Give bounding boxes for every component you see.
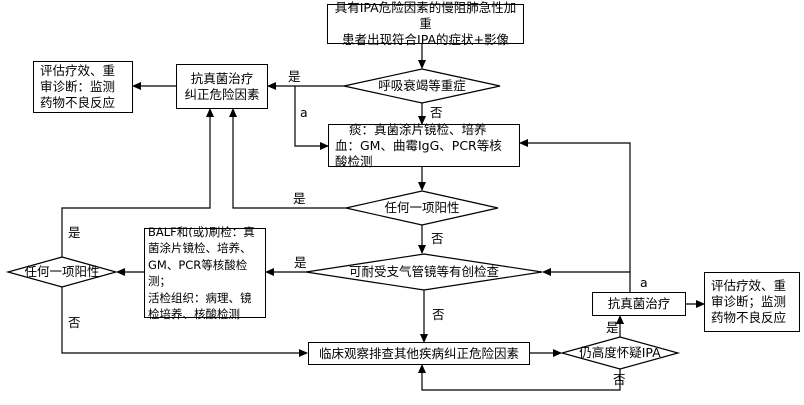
any2-decision-text: 任何一项阳性 xyxy=(24,264,100,279)
eval-left-box: 评估疗效、重 审诊断：监测 药物不良反应 xyxy=(33,61,133,113)
blood-line: 血：GM、曲霉IgG、PCR等核酸检测 xyxy=(335,137,502,169)
balf-line-4: 活检组织：病理、镜 xyxy=(148,290,252,305)
any1-decision-text: 任何一项阳性 xyxy=(384,200,460,215)
observe-text: 临床观察排查其他疾病纠正危险因素 xyxy=(318,345,519,361)
edge-label-any2-yes: 是 xyxy=(68,225,81,240)
balf-box: BALF和(或)刷检：真 菌涂片镜检、培养、 GM、PCR等核酸检测； 活检组织… xyxy=(144,225,266,321)
edge-label-suspect-yes: 是 xyxy=(606,320,619,335)
edge-label-broncho-no: 否 xyxy=(432,307,445,322)
eval-right-line-2: 审诊断；监测 xyxy=(711,294,787,309)
suspect-decision-text: 仍高度怀疑IPA xyxy=(579,345,661,360)
balf-line-2: 菌涂片镜检、培养、 xyxy=(148,241,252,255)
edge-label-any1-no: 否 xyxy=(431,231,444,246)
eval-right-line-3: 药物不良反应 xyxy=(711,310,787,325)
eval-right-line-1: 评估疗效、重 xyxy=(711,278,787,293)
edge-label-a-left: a xyxy=(300,105,308,120)
antifungal-left-box: 抗真菌治疗 纠正危险因素 xyxy=(176,64,268,109)
edge-label-suspect-no: 否 xyxy=(613,372,626,387)
eval-left-line-1: 评估疗效、重 xyxy=(40,63,116,78)
broncho-decision-text: 可耐受支气管镜等有创检查 xyxy=(348,264,499,279)
antifungal-right-box: 抗真菌治疗 xyxy=(592,292,686,316)
edge-label-broncho-yes: 是 xyxy=(294,255,307,270)
antifungal-right-text: 抗真菌治疗 xyxy=(607,296,671,311)
antifungal-left-line-1: 抗真菌治疗 xyxy=(190,70,254,86)
balf-line-5: 检培养、核酸检测 xyxy=(148,307,240,321)
eval-left-line-2: 审诊断：监测 xyxy=(40,79,116,94)
edge-label-any2-no: 否 xyxy=(68,315,81,330)
sputum-line: 痰：真菌涂片镜检、培养 xyxy=(349,121,487,137)
sputum-blood-box: 痰：真菌涂片镜检、培养 血：GM、曲霉IgG、PCR等核酸检测 xyxy=(328,121,520,169)
edge-label-a-right: a xyxy=(640,275,648,290)
edge-label-resp-no: 否 xyxy=(430,105,443,120)
balf-line-1: BALF和(或)刷检：真 xyxy=(148,224,255,239)
balf-line-3: GM、PCR等核酸检测； xyxy=(148,257,248,289)
eval-right-box: 评估疗效、重 审诊断；监测 药物不良反应 xyxy=(704,272,800,332)
start-box: 具有IPA危险因素的慢阻肺急性加重 患者出现符合IPA的症状+影像 xyxy=(327,0,524,47)
eval-left-line-3: 药物不良反应 xyxy=(40,95,116,110)
edge-label-resp-yes: 是 xyxy=(288,69,301,84)
observe-box: 临床观察排查其他疾病纠正危险因素 xyxy=(308,342,530,365)
resp-decision-text: 呼吸衰竭等重症 xyxy=(378,78,466,93)
start-line-1: 具有IPA危险因素的慢阻肺急性加重 xyxy=(334,0,517,31)
start-line-2: 患者出现符合IPA的症状+影像 xyxy=(342,32,509,47)
antifungal-left-line-2: 纠正危险因素 xyxy=(184,86,260,102)
edge-label-any1-yes: 是 xyxy=(293,191,306,206)
